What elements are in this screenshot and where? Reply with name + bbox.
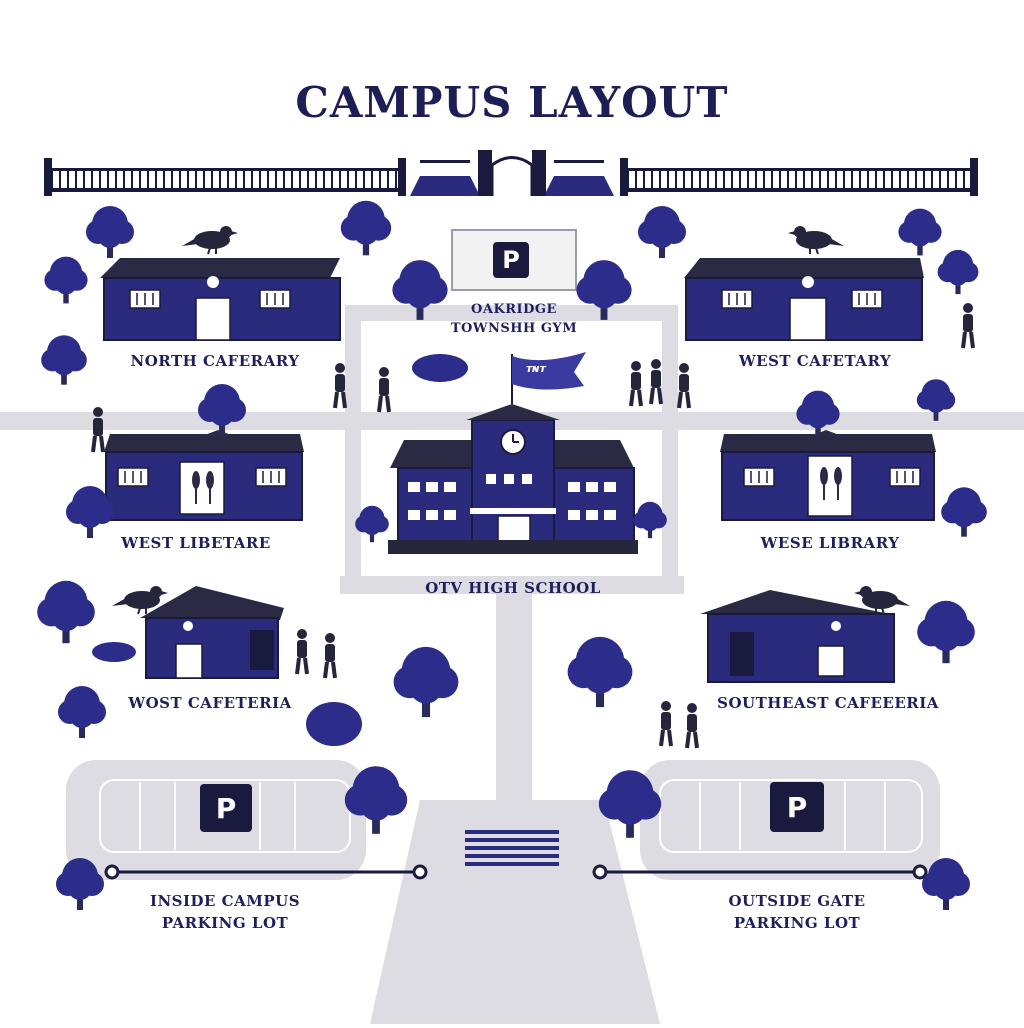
tree-icon [393,646,459,718]
page-title: CAMPUS LAYOUT [295,78,729,127]
label-north-cafeteria: NORTH CAFERARY [130,352,300,370]
tree-icon [37,580,95,644]
label-outside-parking: OUTSIDE GATE PARKING LOT [702,890,892,934]
parking-icon: P [200,784,252,832]
flag-text: ᴛɴᴛ [526,362,546,375]
person-icon [961,301,975,350]
tree-icon [917,600,975,664]
inside-parking-line1: INSIDE CAMPUS [149,892,301,910]
crosswalk [465,830,559,866]
tree-icon [898,208,942,256]
bush-icon [92,642,136,662]
gym-label-line2: TOWNSHH GYM [450,321,578,336]
parking-icon: P [493,242,529,278]
tree-icon [58,686,106,738]
west-cafetary-building [684,258,924,341]
tree-icon [633,501,667,539]
gym-label-line1: OAKRIDGE [471,302,557,317]
bush-icon [412,354,468,382]
fence-icon [44,158,978,196]
person-icon [649,357,663,406]
person-icon [295,627,309,676]
gate-icon [410,150,614,196]
bird-icon [787,225,845,255]
wost-cafeteria-building [140,586,284,679]
person-icon [677,361,691,410]
bush-icon [306,702,362,746]
tree-icon [638,206,686,258]
person-icon [91,405,105,454]
west-libetare-building [104,430,304,521]
north-cafeteria-building [100,258,341,341]
tree-icon [567,636,633,708]
label-wost-cafeteria: WOST CAFETERIA [128,694,292,712]
label-high-school: OTV HIGH SCHOOL [425,579,601,597]
person-icon [377,365,391,414]
wese-library-building [720,430,936,521]
outside-parking-line1: OUTSIDE GATE [728,892,866,910]
person-icon [333,361,347,410]
parking-stalls [99,779,923,853]
tree-icon [340,200,392,256]
inside-parking-line2: PARKING LOT [161,914,289,932]
person-icon [629,359,643,408]
bird-icon [181,225,239,255]
high-school-building [388,404,638,554]
tree-icon [937,249,979,295]
tree-icon [44,256,88,304]
label-west-cafetary: WEST CAFETARY [738,352,892,370]
tree-icon [796,390,840,438]
label-inside-parking: INSIDE CAMPUS PARKING LOT [130,890,320,934]
parking-chains [104,864,928,880]
tree-icon [41,335,87,385]
label-wese-library: WESE LIBRARY [760,534,900,552]
label-southeast-cafeteria: SOUTHEAST CAFEEERIA [717,694,939,712]
flag-icon [511,352,586,404]
tree-icon [941,487,987,537]
person-icon [685,701,699,750]
person-icon [323,631,337,680]
tree-icon [86,206,134,258]
southeast-cafeteria-building [700,590,895,683]
person-icon [659,699,673,748]
gym-label: OAKRIDGE TOWNSHH GYM [430,300,598,338]
outside-parking-line2: PARKING LOT [733,914,861,932]
parking-icon: P [770,782,824,832]
label-west-libetare: WEST LIBETARE [121,534,271,552]
